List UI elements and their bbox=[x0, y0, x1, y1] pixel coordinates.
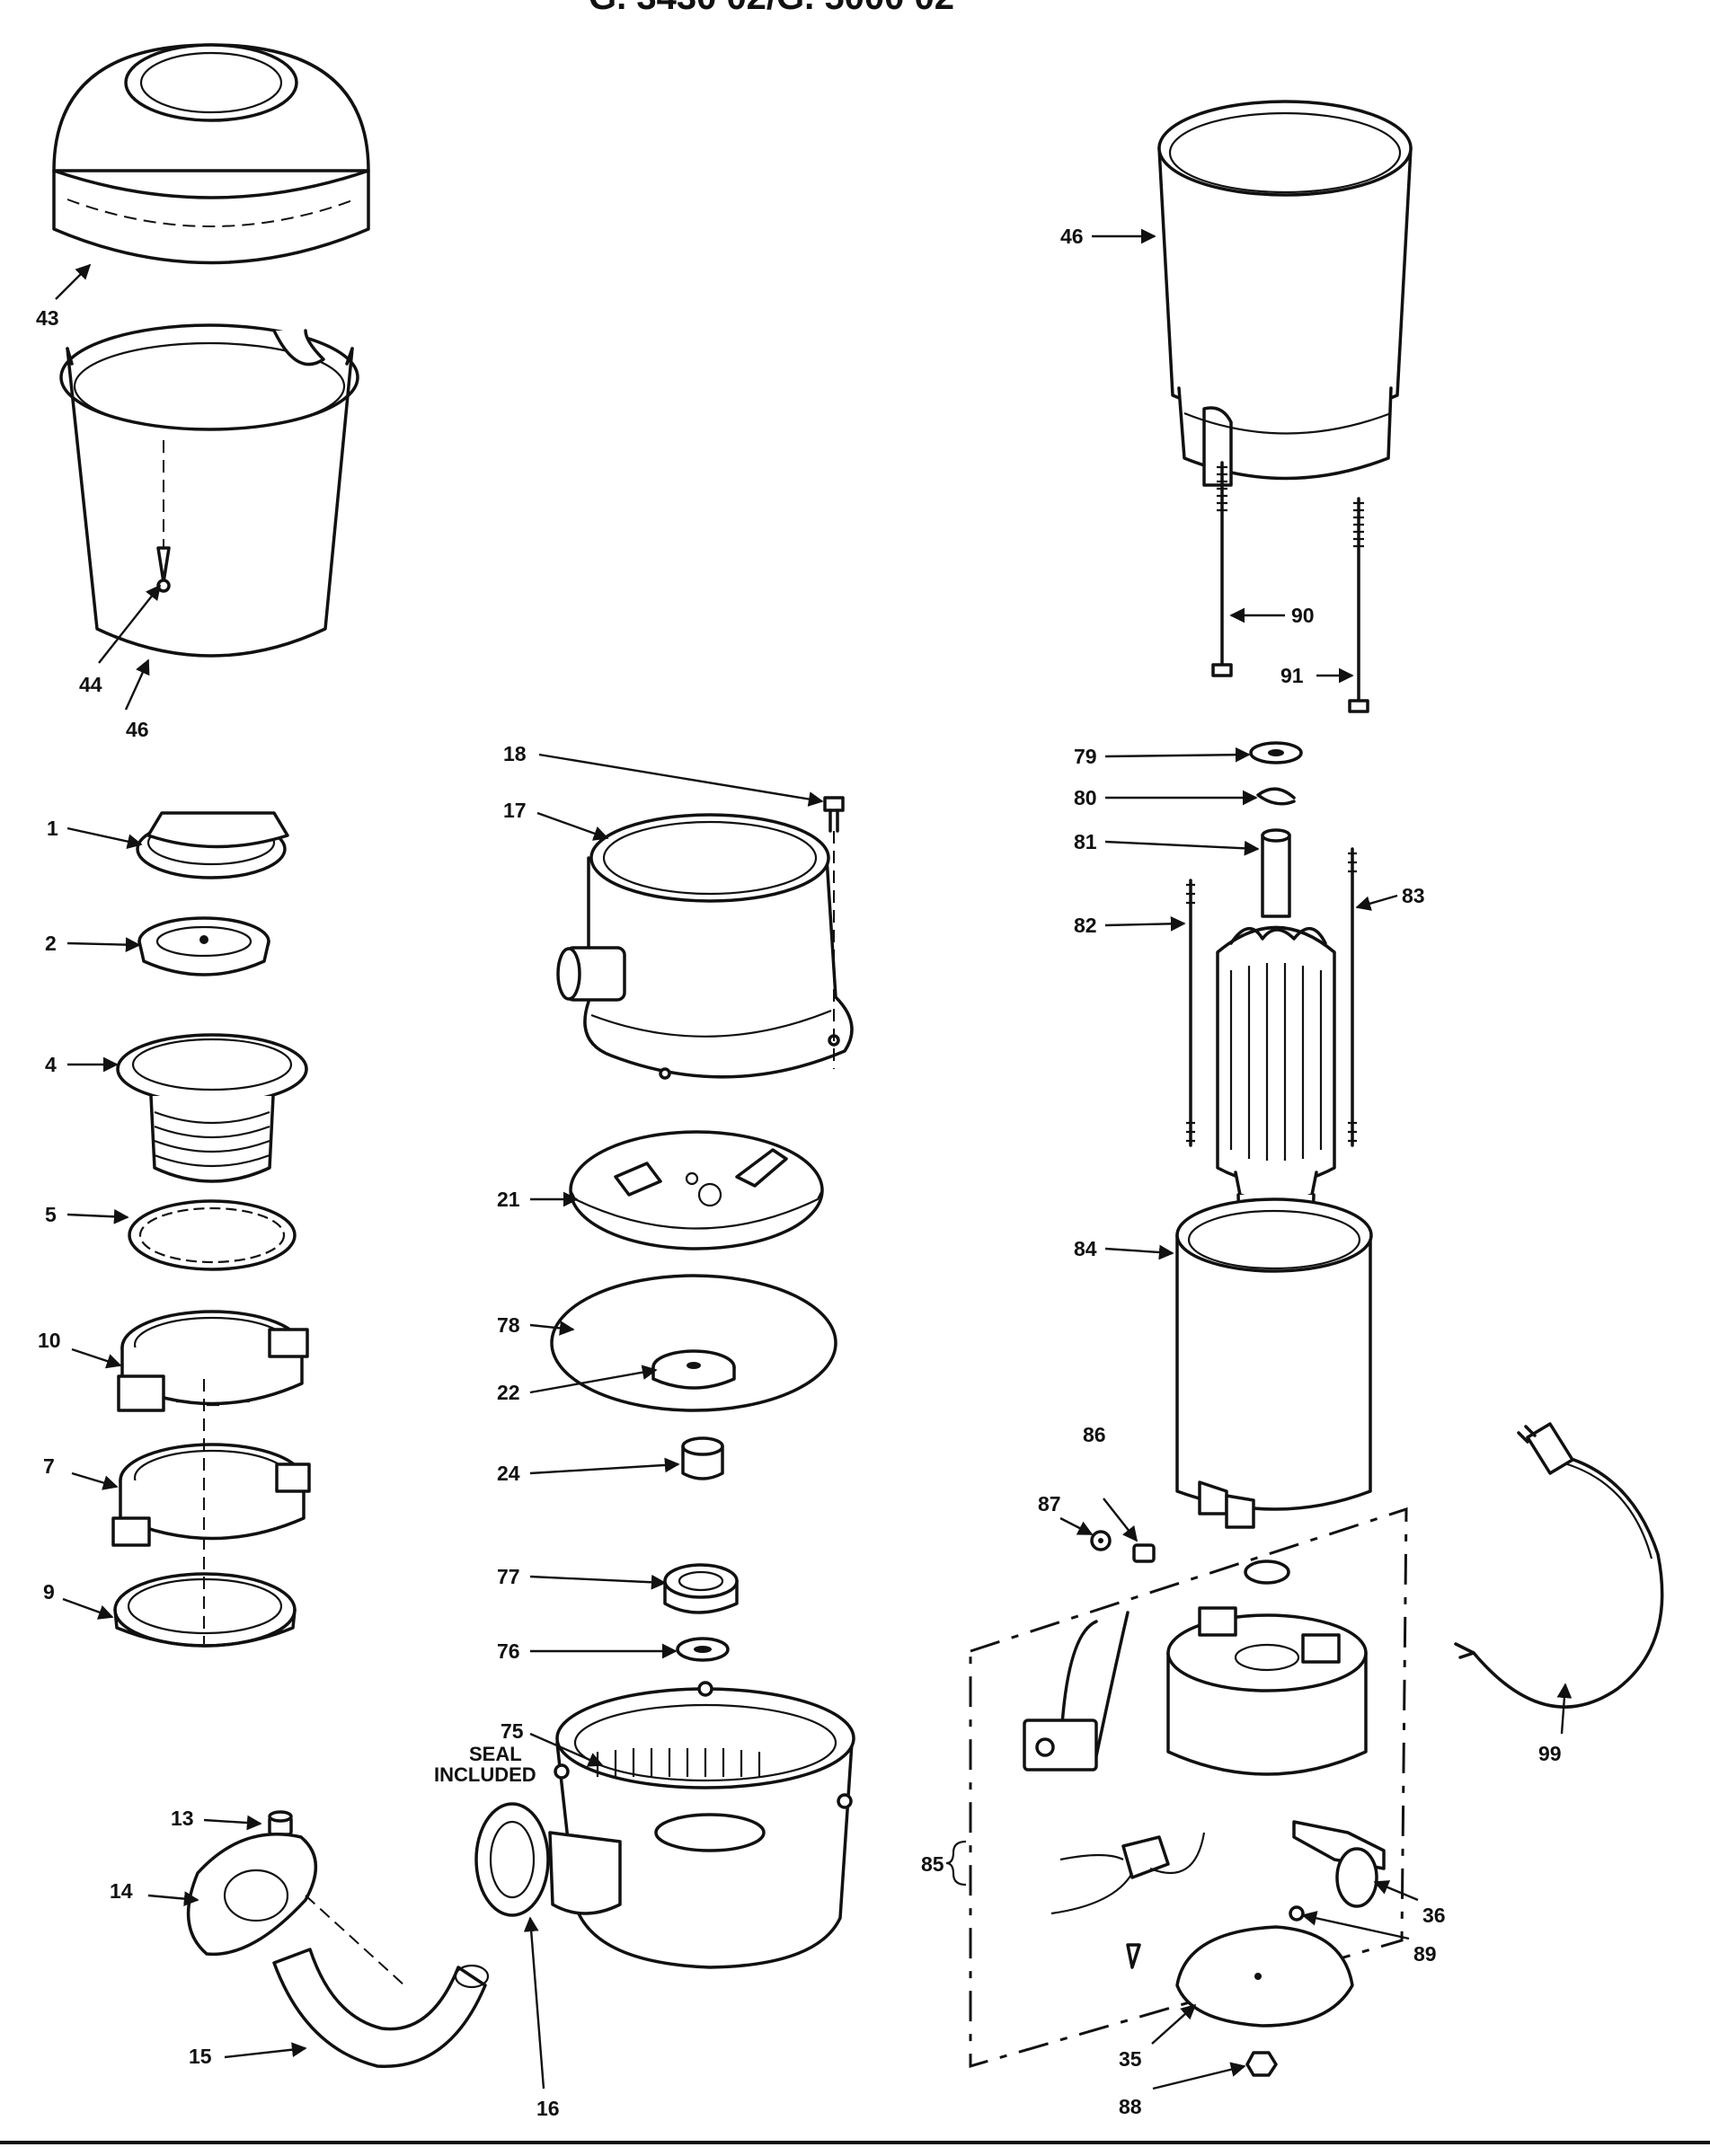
label-15: 15 bbox=[189, 2045, 212, 2068]
part-79-washer bbox=[1249, 741, 1303, 764]
part-36-bracket bbox=[1292, 1820, 1386, 1908]
part-5-snap-ring bbox=[128, 1199, 297, 1271]
part-1-stopper bbox=[136, 811, 289, 879]
label-85: 85 bbox=[921, 1852, 944, 1876]
model-title: G. 3430 02/G. 5000 02 bbox=[589, 0, 954, 17]
part-76-washer bbox=[676, 1637, 730, 1662]
thermal-protector bbox=[1050, 1832, 1206, 1969]
part-89-screw bbox=[1289, 1905, 1305, 1922]
label-14: 14 bbox=[110, 1879, 133, 1903]
part-78-o-ring bbox=[550, 1274, 837, 1412]
part-85-control-assembly-group bbox=[945, 1507, 1408, 2068]
seal-note-line1: SEAL bbox=[469, 1743, 522, 1765]
label-5: 5 bbox=[45, 1203, 57, 1226]
label-77: 77 bbox=[497, 1565, 520, 1588]
part-15-discharge-elbow bbox=[272, 1895, 490, 2068]
part-80-retaining-clip bbox=[1256, 787, 1296, 806]
label-46-left: 46 bbox=[126, 718, 149, 741]
part-9-fiber-gasket bbox=[113, 1572, 297, 1648]
label-90: 90 bbox=[1291, 604, 1315, 627]
part-2-baffle bbox=[137, 916, 270, 976]
part-4-sink-flange bbox=[116, 1033, 308, 1183]
part-10-mounting-ring bbox=[117, 1310, 309, 1412]
label-44: 44 bbox=[79, 673, 102, 696]
part-91-long-bolt bbox=[1348, 497, 1369, 713]
part-17-hopper bbox=[556, 813, 854, 1080]
label-7: 7 bbox=[43, 1454, 55, 1478]
part-88-nut bbox=[1245, 2051, 1278, 2077]
label-80: 80 bbox=[1074, 786, 1097, 809]
label-4: 4 bbox=[45, 1053, 57, 1076]
label-1: 1 bbox=[47, 817, 58, 840]
label-81: 81 bbox=[1074, 830, 1097, 853]
label-10: 10 bbox=[38, 1329, 61, 1352]
label-46-right: 46 bbox=[1060, 225, 1084, 248]
label-78: 78 bbox=[497, 1313, 520, 1337]
label-87: 87 bbox=[1038, 1492, 1061, 1515]
part-46-sound-shield-body bbox=[59, 323, 359, 658]
part-46-upper-housing bbox=[1157, 100, 1413, 487]
part-7-backup-flange bbox=[111, 1443, 311, 1547]
label-89: 89 bbox=[1413, 1942, 1437, 1966]
part-35-cover-plate bbox=[1175, 1925, 1354, 2028]
label-79: 79 bbox=[1074, 745, 1097, 768]
label-86: 86 bbox=[1083, 1423, 1106, 1446]
part-24-bushing bbox=[681, 1436, 724, 1480]
part-14-discharge-gasket bbox=[186, 1833, 317, 1957]
label-17: 17 bbox=[503, 799, 527, 822]
label-18: 18 bbox=[503, 742, 527, 765]
motor-end-bell bbox=[1166, 1560, 1368, 1776]
part-75-lower-housing bbox=[548, 1681, 855, 1969]
part-87-nut bbox=[1090, 1530, 1112, 1551]
part-90-long-bolt bbox=[1211, 461, 1233, 677]
label-82: 82 bbox=[1074, 914, 1097, 937]
label-9: 9 bbox=[43, 1580, 55, 1604]
part-86-brush-block bbox=[1132, 1543, 1156, 1563]
part-13-bolt bbox=[268, 1810, 293, 1836]
part-21-upper-hub bbox=[569, 1130, 824, 1250]
label-84: 84 bbox=[1074, 1237, 1097, 1260]
part-77-bearing bbox=[663, 1563, 739, 1614]
label-91: 91 bbox=[1280, 664, 1304, 687]
part-22-stationary-plate bbox=[651, 1349, 736, 1390]
label-43: 43 bbox=[36, 306, 59, 330]
part-82-thru-bolt bbox=[1186, 879, 1195, 1147]
label-99: 99 bbox=[1538, 1742, 1562, 1765]
label-2: 2 bbox=[45, 932, 57, 955]
label-13: 13 bbox=[171, 1807, 194, 1830]
label-16: 16 bbox=[536, 2097, 560, 2120]
label-22: 22 bbox=[497, 1381, 520, 1404]
label-83: 83 bbox=[1402, 884, 1425, 907]
part-number-labels: 43 44 46 1 2 4 5 10 7 9 13 14 15 16 18 1… bbox=[36, 225, 1562, 2120]
part-16-slip-joint-gasket bbox=[474, 1802, 550, 1917]
part-18-bolt bbox=[823, 796, 845, 1069]
part-83-thru-bolt bbox=[1348, 847, 1357, 1147]
label-76: 76 bbox=[497, 1639, 520, 1663]
label-24: 24 bbox=[497, 1462, 520, 1485]
label-35: 35 bbox=[1119, 2047, 1142, 2071]
part-84-stator bbox=[1175, 1197, 1373, 1529]
label-21: 21 bbox=[497, 1188, 520, 1211]
seal-note-line2: INCLUDED bbox=[434, 1763, 536, 1786]
label-36: 36 bbox=[1422, 1904, 1446, 1927]
switch-with-wires bbox=[1023, 1611, 1130, 1772]
label-75: 75 bbox=[501, 1719, 524, 1743]
part-99-power-cord bbox=[1454, 1422, 1664, 1709]
part-43-sound-shield-cap bbox=[52, 43, 370, 265]
leader-lines bbox=[55, 228, 1573, 2090]
label-88: 88 bbox=[1119, 2095, 1142, 2118]
